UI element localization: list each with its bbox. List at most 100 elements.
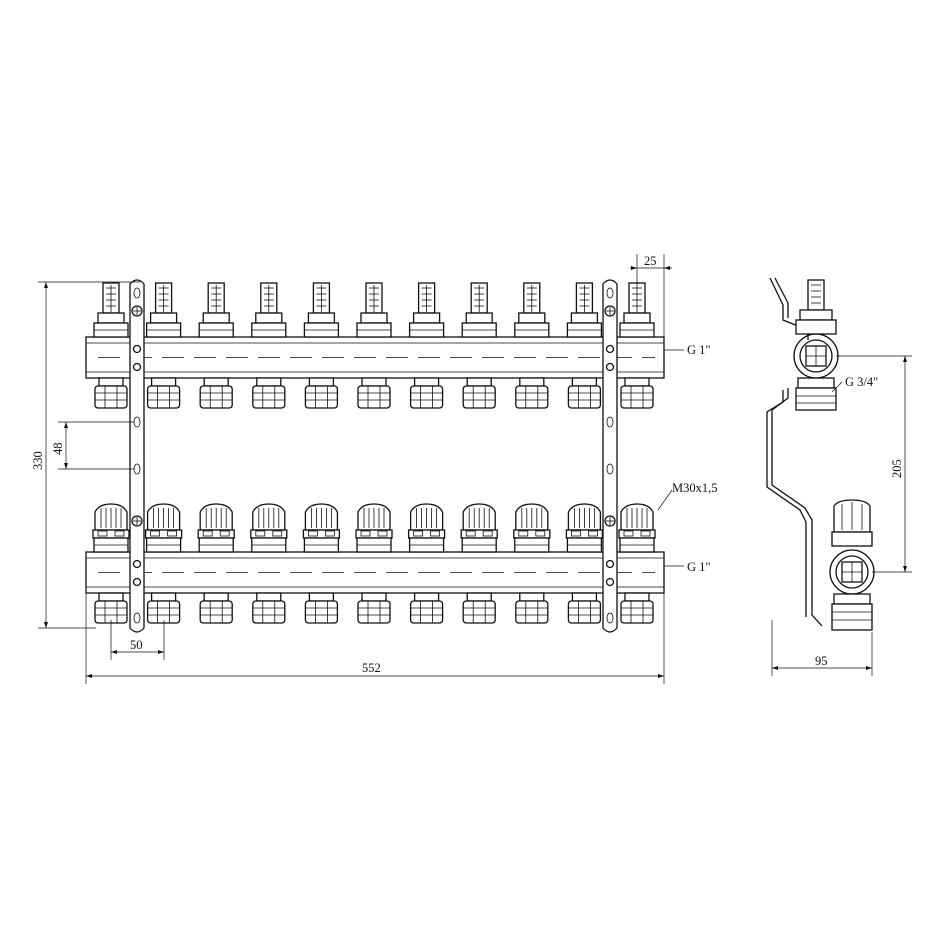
fitting-body xyxy=(409,385,444,409)
fitting-nut xyxy=(150,592,177,602)
outlet-fitting xyxy=(94,377,128,409)
label-top-pitch: 25 xyxy=(644,254,657,268)
fitting-nut xyxy=(203,377,229,387)
flowmeter xyxy=(93,282,129,338)
bracket-bolt xyxy=(132,344,142,354)
outlet-fitting xyxy=(252,592,286,624)
flowmeter xyxy=(408,282,445,338)
flowmeter xyxy=(356,282,392,338)
arrow-head xyxy=(44,282,48,288)
fitting-body xyxy=(94,600,128,624)
cap-slot xyxy=(167,530,178,537)
fitting-body xyxy=(252,385,286,409)
bracket-slot xyxy=(606,287,614,299)
valve-cap xyxy=(355,503,393,553)
flowmeter-nut xyxy=(412,312,441,324)
outlet-fitting xyxy=(252,377,286,409)
outlet-fitting xyxy=(357,377,391,409)
fitting-nut xyxy=(413,377,440,387)
outlet-fitting xyxy=(409,592,444,624)
fitting-body xyxy=(462,385,496,409)
fitting-body xyxy=(199,600,233,624)
arrow-head xyxy=(64,463,68,469)
fitting-body xyxy=(357,600,391,624)
valve-cap xyxy=(618,503,656,553)
valve-cap xyxy=(513,503,551,553)
flowmeter-nut xyxy=(255,312,283,324)
fitting-nut xyxy=(308,377,335,387)
label-height: 330 xyxy=(31,451,45,470)
valve-cap xyxy=(250,503,288,553)
fitting-body xyxy=(462,600,496,624)
arrow-head xyxy=(64,422,68,428)
outlet-fitting xyxy=(199,592,233,624)
cap-slot xyxy=(114,530,125,537)
label-thread-top: G 1" xyxy=(687,343,711,357)
arrow-head xyxy=(658,674,664,678)
cap-slot xyxy=(413,530,424,537)
outlet-fitting xyxy=(462,377,496,409)
fitting-body xyxy=(620,385,654,409)
valve-cap xyxy=(407,503,446,553)
cap-slot xyxy=(377,530,388,537)
flowmeter-nut xyxy=(465,312,493,324)
outlet-fitting xyxy=(304,377,339,409)
flowmeter xyxy=(514,282,550,338)
bracket-slot xyxy=(606,612,614,624)
fitting-body xyxy=(94,385,128,409)
bracket-bolt xyxy=(605,344,615,354)
front-view xyxy=(85,279,665,633)
bracket-bolt xyxy=(605,362,615,372)
cap-slot xyxy=(97,530,108,537)
fitting-body xyxy=(409,600,444,624)
fitting-body xyxy=(252,600,286,624)
label-thread-valve: M30x1,5 xyxy=(672,481,718,495)
fitting-body xyxy=(620,600,654,624)
arrow-head xyxy=(631,266,637,270)
fitting-body xyxy=(199,385,233,409)
outlet-fitting xyxy=(199,377,233,409)
bracket-slot xyxy=(133,287,141,299)
cap-slot xyxy=(202,530,213,537)
cap-slot xyxy=(219,530,230,537)
outlet-fitting xyxy=(409,377,444,409)
cap-slot xyxy=(324,530,335,537)
bracket-bolt xyxy=(605,559,615,569)
mounting-brackets xyxy=(129,279,618,633)
flowmeter-nut xyxy=(307,312,336,324)
fitting-body xyxy=(515,600,549,624)
fitting-nut xyxy=(256,592,282,602)
fitting-nut xyxy=(361,592,387,602)
outlet-fitting xyxy=(462,592,496,624)
flowmeter-nut xyxy=(149,312,178,324)
flowmeter xyxy=(566,282,603,338)
label-thread-bottom: G 1" xyxy=(687,560,711,574)
label-side-depth: 95 xyxy=(815,654,828,668)
fitting-nut xyxy=(466,592,492,602)
flowmeter-nut xyxy=(518,312,546,324)
dimension-arrows xyxy=(44,266,907,678)
arrow-head xyxy=(664,266,670,270)
fitting-nut xyxy=(571,377,598,387)
fitting-body xyxy=(515,385,549,409)
fitting-body xyxy=(567,600,602,624)
arrow-head xyxy=(86,674,92,678)
flowmeter-row xyxy=(93,282,655,338)
fitting-nut xyxy=(519,377,545,387)
label-spacing: 50 xyxy=(130,638,143,652)
outlet-fitting xyxy=(146,377,181,409)
label-side-height: 205 xyxy=(890,459,904,478)
fitting-body xyxy=(146,385,181,409)
outlet-fitting xyxy=(94,592,128,624)
arrow-head xyxy=(44,622,48,628)
bracket xyxy=(602,279,618,633)
outlet-fitting xyxy=(357,592,391,624)
valve-cap xyxy=(460,503,498,553)
dimension-lines xyxy=(38,254,684,684)
fitting-body xyxy=(357,385,391,409)
flowmeter xyxy=(145,282,182,338)
fitting-nut xyxy=(308,592,335,602)
flowmeter-nut xyxy=(202,312,230,324)
cap-slot xyxy=(535,530,546,537)
